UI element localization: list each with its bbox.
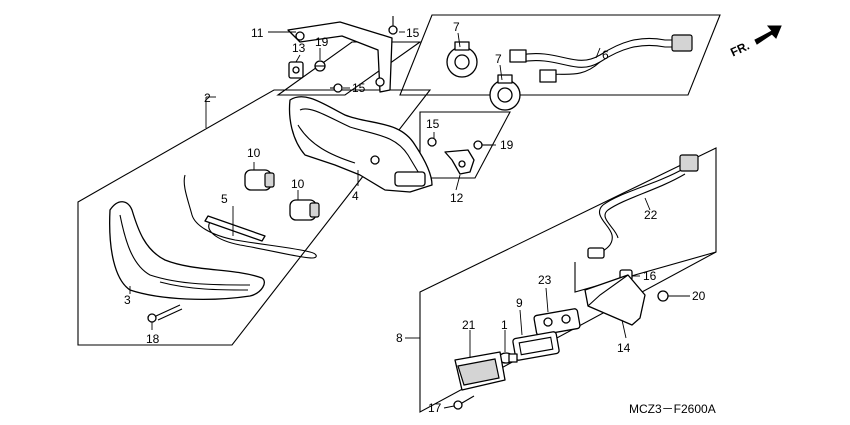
bracket-11 xyxy=(287,21,393,93)
callout-23: 23 xyxy=(538,273,552,287)
bolt-15-middle xyxy=(330,83,343,93)
bolt-15-lower xyxy=(427,137,437,147)
screw-17 xyxy=(453,395,475,410)
callout-15-mid: 15 xyxy=(352,81,366,95)
callout-14: 14 xyxy=(617,341,631,355)
direction-label: FR. xyxy=(728,39,751,60)
callout-19-low: 19 xyxy=(500,138,514,152)
callout-6: 6 xyxy=(602,48,609,62)
license-light-housing-14 xyxy=(584,274,646,326)
callout-2: 2 xyxy=(204,91,211,105)
screw-19-top xyxy=(314,60,326,72)
callout-9: 9 xyxy=(516,296,523,310)
callout-10-lower: 10 xyxy=(291,177,305,191)
clip-nut-13 xyxy=(288,61,304,79)
bolt-15-upper xyxy=(388,16,398,35)
callout-10-upper: 10 xyxy=(247,146,261,160)
callout-21: 21 xyxy=(462,318,476,332)
socket-23 xyxy=(533,308,581,336)
callout-17: 17 xyxy=(428,401,442,415)
callout-18: 18 xyxy=(146,332,160,346)
callout-7-upper: 7 xyxy=(453,20,460,34)
front-direction-icon: FR. xyxy=(728,25,782,60)
wire-22 xyxy=(587,154,699,259)
bulb-10-lower xyxy=(289,199,320,221)
callout-20: 20 xyxy=(692,289,706,303)
screw-18 xyxy=(147,304,183,323)
callout-1: 1 xyxy=(501,318,508,332)
callout-15-top: 15 xyxy=(406,26,420,40)
callout-8: 8 xyxy=(396,331,403,345)
callout-12: 12 xyxy=(450,191,464,205)
tail-light-housing-4 xyxy=(288,96,433,193)
group-box-8-inner xyxy=(574,251,717,293)
callout-15-low: 15 xyxy=(426,117,440,131)
callout-7-lower: 7 xyxy=(495,52,502,66)
group-box-bracket xyxy=(276,41,422,96)
callout-13: 13 xyxy=(292,41,306,55)
callout-22: 22 xyxy=(644,208,658,222)
gasket-9 xyxy=(512,331,560,361)
callout-16: 16 xyxy=(643,269,657,283)
tail-lens-3 xyxy=(109,201,265,300)
wire-harness-6 xyxy=(509,34,693,83)
leader-lines xyxy=(129,31,690,409)
callout-11: 11 xyxy=(251,26,264,40)
bulb-10-upper xyxy=(244,169,275,191)
license-lens-21 xyxy=(454,351,506,391)
callout-3: 3 xyxy=(124,293,131,307)
callouts: 2 11 13 19 15 15 7 7 6 10 10 5 4 3 18 15… xyxy=(124,20,706,415)
bracket-12 xyxy=(444,149,475,175)
gasket-5-strip xyxy=(204,215,266,242)
group-box-2 xyxy=(77,89,432,346)
callout-4: 4 xyxy=(352,189,359,203)
gasket-5 xyxy=(183,174,317,259)
socket-7-upper xyxy=(446,41,478,78)
callout-19-top: 19 xyxy=(315,35,329,49)
figure-code: MCZ3－F2600A xyxy=(629,402,716,416)
group-box-harness xyxy=(399,14,721,96)
callout-5: 5 xyxy=(221,192,228,206)
socket-7-lower xyxy=(489,74,521,111)
